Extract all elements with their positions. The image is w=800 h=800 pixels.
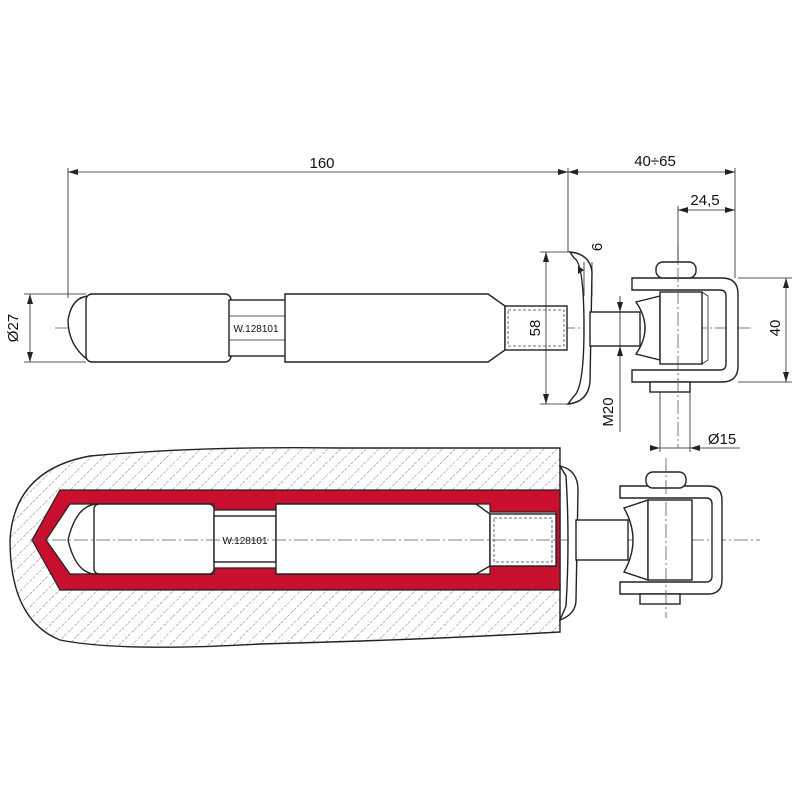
part-code-top: W.128101	[233, 324, 278, 335]
threaded-stud-bottom	[575, 519, 629, 561]
pin-head	[655, 261, 697, 279]
bolt-segment-2-section	[275, 503, 491, 575]
hinge-roller-bottom	[647, 499, 693, 581]
dim-washer-thickness: 6	[589, 243, 606, 251]
hinge-eye-bracket-bottom	[619, 485, 723, 595]
bolt-tip-section	[67, 503, 97, 575]
swivel-joint	[634, 295, 661, 361]
bottom-view: W.128101	[9, 446, 760, 648]
swivel-joint-bottom	[622, 499, 649, 581]
hinge-roller	[659, 291, 703, 365]
bolt-neck	[228, 299, 288, 357]
dim-washer-diameter: 58	[527, 320, 544, 337]
bolt-segment-1	[85, 293, 232, 363]
hinge-eye-bracket	[631, 277, 739, 383]
dim-thread: M20	[600, 397, 617, 426]
bolt-neck-section	[213, 515, 277, 563]
threaded-stud	[589, 311, 641, 347]
bolt-segment-1-section	[93, 503, 215, 575]
thread-section	[504, 305, 568, 351]
pin-bottom-washer-bottom	[639, 593, 681, 605]
adjustment-washer	[566, 251, 593, 405]
pin-bottom-washer	[649, 381, 691, 393]
face-washer	[558, 464, 579, 622]
dim-height-eye: 40	[767, 320, 784, 337]
dim-length-total: 160	[309, 155, 334, 172]
top-view: 160 40÷65 24,5 6 Ø27 58	[5, 153, 792, 452]
dim-adjust-range: 40÷65	[634, 153, 676, 170]
dim-pin-diameter: Ø15	[708, 431, 736, 448]
thread-hidden-lines	[507, 309, 565, 347]
bolt-tip	[67, 295, 91, 361]
part-code-bottom: W.128101	[222, 536, 267, 547]
bolt-segment-2	[284, 293, 506, 363]
dim-eye-offset: 24,5	[690, 192, 719, 209]
dim-diameter-body: Ø27	[5, 314, 22, 342]
